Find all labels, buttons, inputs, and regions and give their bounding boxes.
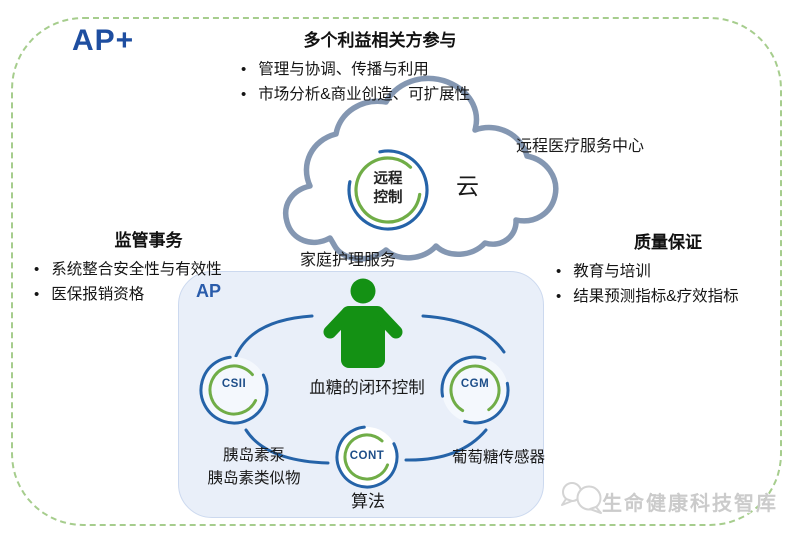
remote-control-line2: 控制 [373,190,403,206]
cloud-label: 云 [456,173,479,199]
insulin-pump-line2: 胰岛素类似物 [207,470,301,487]
remote-control-label: 远程 控制 [356,170,420,208]
home-care-label: 家庭护理服务 [300,252,397,269]
cgm-node-label: CGM [460,378,490,390]
regulatory-bullets: 系统整合安全性与有效性 医保报销资格 [26,259,271,305]
regulatory-section: 监管事务 系统整合安全性与有效性 医保报销资格 [26,226,271,305]
bullet-item: 教育与培训 [556,261,788,282]
bullet-item: 市场分析&商业创造、可扩展性 [241,84,545,105]
bullet-item: 结果预测指标&疗效指标 [556,286,788,307]
insulin-pump-line1: 胰岛素泵 [222,447,285,464]
ap-panel-label: AP [196,281,222,301]
algorithm-caption: 算法 [351,492,385,511]
ap-plus-logo: AP+ [72,24,135,57]
closed-loop-label: 血糖的闭环控制 [309,379,425,397]
bullet-item: 系统整合安全性与有效性 [34,259,271,280]
stakeholders-section: 多个利益相关方参与 管理与协调、传播与利用 市场分析&商业创造、可扩展性 [215,26,545,105]
quality-section: 质量保证 教育与培训 结果预测指标&疗效指标 [548,228,788,307]
remote-control-line1: 远程 [373,171,403,187]
csii-node-label: CSII [221,378,247,390]
insulin-pump-caption: 胰岛素泵 胰岛素类似物 [190,444,318,490]
stakeholders-bullets: 管理与协调、传播与利用 市场分析&商业创造、可扩展性 [215,59,545,105]
cont-node-label: CONT [349,450,385,462]
bullet-item: 医保报销资格 [34,284,271,305]
regulatory-title: 监管事务 [114,231,183,250]
quality-title: 质量保证 [634,233,702,252]
bullet-item: 管理与协调、传播与利用 [241,59,545,80]
stakeholders-title: 多个利益相关方参与 [303,31,457,50]
glucose-sensor-caption: 葡萄糖传感器 [452,449,546,466]
quality-bullets: 教育与培训 结果预测指标&疗效指标 [548,261,788,307]
telemedicine-center-label: 远程医疗服务中心 [516,138,645,155]
watermark-text: 生命健康科技智库 [602,493,778,515]
